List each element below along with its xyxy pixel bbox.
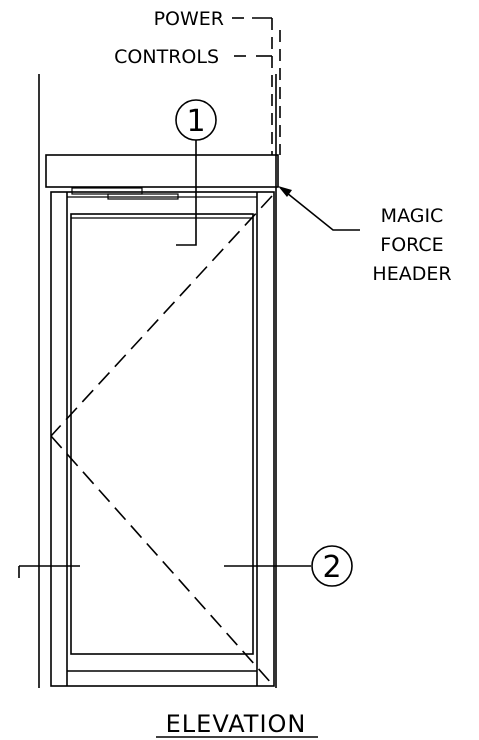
header-label-line3: HEADER [372, 263, 451, 285]
header-leader [278, 186, 360, 231]
callout-1-leader [176, 140, 197, 246]
door-leaf [70, 213, 254, 655]
header-label-line1: MAGIC [381, 205, 444, 227]
operator-arm [71, 187, 179, 200]
magic-force-header [45, 154, 279, 188]
callout-bubble-2 [311, 545, 353, 587]
header-label-line2: FORCE [380, 234, 443, 256]
drawing-title: ELEVATION [166, 710, 307, 738]
left-leader [18, 565, 80, 578]
door-frame-outer [50, 191, 275, 687]
door-swing-lines [50, 195, 273, 685]
power-conduit [271, 18, 281, 155]
controls-label: CONTROLS [114, 46, 219, 68]
power-label: POWER [154, 8, 224, 30]
callout-2-number: 2 [322, 550, 341, 585]
callout-1-number: 1 [186, 104, 205, 139]
